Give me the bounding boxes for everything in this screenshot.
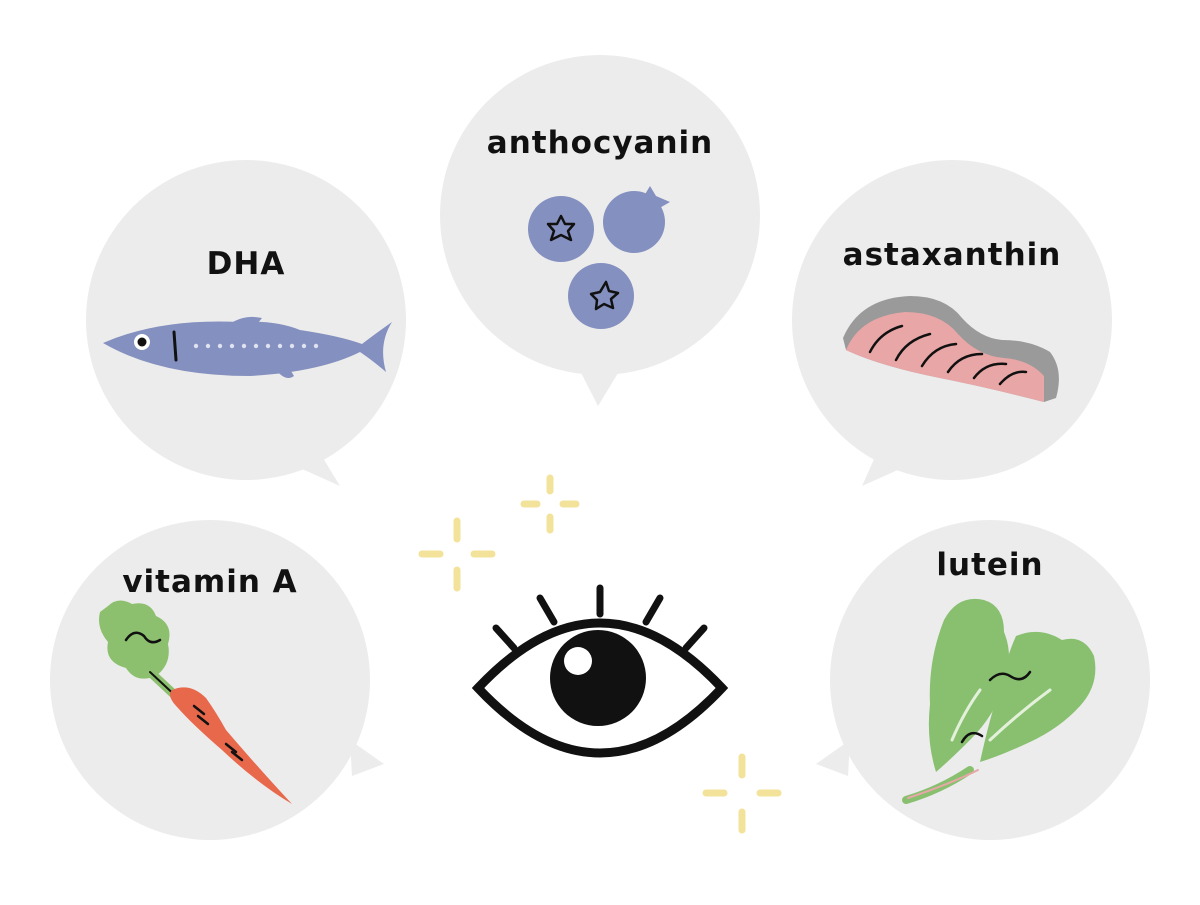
carrot-icon xyxy=(99,600,292,804)
sparkle-icon xyxy=(520,474,580,534)
label-anthocyanin: anthocyanin xyxy=(486,125,714,161)
spinach-icon xyxy=(902,598,1096,804)
bubble-vitamin-a xyxy=(50,520,384,840)
label-dha: DHA xyxy=(206,246,286,282)
eye-pupil xyxy=(550,630,646,726)
sparkle-icon xyxy=(702,753,782,834)
salmon-icon xyxy=(843,296,1059,402)
fish-icon xyxy=(103,316,392,378)
label-astaxanthin: astaxanthin xyxy=(842,237,1062,273)
bubble-anthocyanin xyxy=(440,55,760,406)
label-vitamin-a: vitamin A xyxy=(122,564,298,600)
sparkle-icon xyxy=(418,517,496,592)
blueberry-icon xyxy=(528,186,670,329)
label-lutein: lutein xyxy=(936,547,1044,583)
